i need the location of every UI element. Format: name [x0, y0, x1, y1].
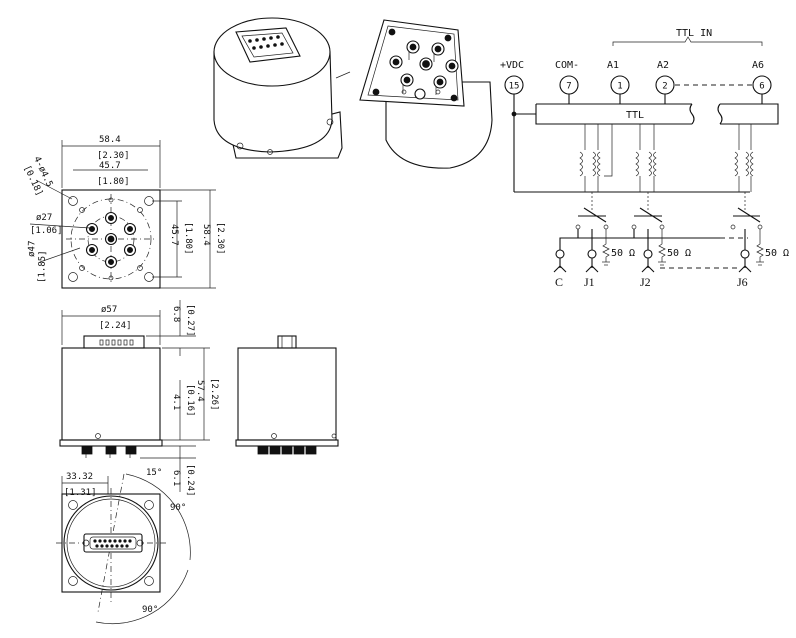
dim-height-in: [2.26]	[209, 378, 219, 411]
side-view-rear	[235, 335, 339, 455]
dim-width-in: [2.30]	[97, 151, 130, 161]
dim-flange-mm: 4.1	[171, 394, 181, 410]
dim-inner-mm: 45.7	[99, 161, 121, 171]
dim-flange-in: [0.16]	[185, 384, 195, 417]
dim-d47-mm: ø47	[27, 240, 38, 257]
ttl-box-label: TTL	[626, 110, 644, 121]
relay-coil-2	[635, 124, 657, 192]
dim-offset-in: [1.31]	[64, 488, 97, 498]
dim-side-outer-mm: 58.4	[201, 224, 211, 246]
relay-coil-1	[579, 124, 613, 192]
dim-dia-mm: ø57	[101, 305, 117, 315]
side-view-front: ø57 [2.24] 6.8 [0.27] 4.1 [0.16] 57.4 [2	[59, 300, 219, 497]
dim-conn-h-in: [0.27]	[185, 304, 195, 337]
load-label-2: 50 Ω	[667, 248, 691, 259]
pin-num-6: 6	[759, 82, 764, 92]
angle-90-right: 90°	[170, 503, 186, 513]
dim-offset-mm: 33.32	[66, 472, 93, 482]
load-label-6: 50 Ω	[765, 248, 789, 259]
dim-dia-in: [2.24]	[99, 321, 132, 331]
dim-d27-in: [1.06]	[30, 226, 63, 236]
isometric-view-sma-face	[359, 19, 493, 169]
dim-side-outer-in: [2.30]	[215, 222, 225, 255]
dim-d47-in: [1.85]	[37, 250, 48, 283]
pin-label-vdc: +VDC	[500, 60, 524, 71]
pin-num-2: 2	[662, 82, 667, 92]
dim-d27-mm: ø27	[36, 213, 52, 223]
angle-15: 15°	[146, 468, 162, 478]
pin-label-com: COM-	[555, 60, 579, 71]
pin-label-a2: A2	[657, 60, 669, 71]
dim-width-mm: 58.4	[99, 135, 121, 145]
dim-pin-mm: 6.1	[171, 470, 181, 486]
load-label-1: 50 Ω	[611, 248, 635, 259]
bottom-view-drawing: 33.32 [1.31] 15° 90° 90°	[56, 468, 191, 625]
pin-num-1: 1	[617, 82, 622, 92]
port-label-c: C	[555, 275, 563, 289]
dim-inner-in: [1.80]	[97, 177, 130, 187]
pin-num-15: 15	[509, 82, 520, 92]
pin-label-a1: A1	[607, 60, 619, 71]
top-view-drawing: 58.4 [2.30] 45.7 [1.80]	[21, 135, 225, 289]
relay-coil-6	[734, 124, 754, 192]
angle-90-bottom: 90°	[142, 605, 158, 615]
dim-height-mm: 57.4	[195, 380, 205, 402]
port-label-j6: J6	[737, 275, 748, 289]
dim-side-inner-in: [1.80]	[183, 222, 193, 255]
dim-pin-in: [0.24]	[185, 464, 195, 497]
port-label-j1: J1	[584, 275, 595, 289]
dim-side-inner-mm: 45.7	[169, 224, 179, 246]
pin-label-a6: A6	[752, 60, 764, 71]
ttl-in-label: TTL IN	[676, 28, 712, 39]
port-label-j2: J2	[640, 275, 651, 289]
dim-conn-h-mm: 6.8	[171, 306, 181, 322]
pin-num-7: 7	[566, 82, 571, 92]
isometric-view-connector	[213, 17, 351, 159]
ttl-control-schematic: TTL IN +VDC COM- A1 A2 A6 15 7 1 2 6 TTL	[500, 28, 789, 289]
